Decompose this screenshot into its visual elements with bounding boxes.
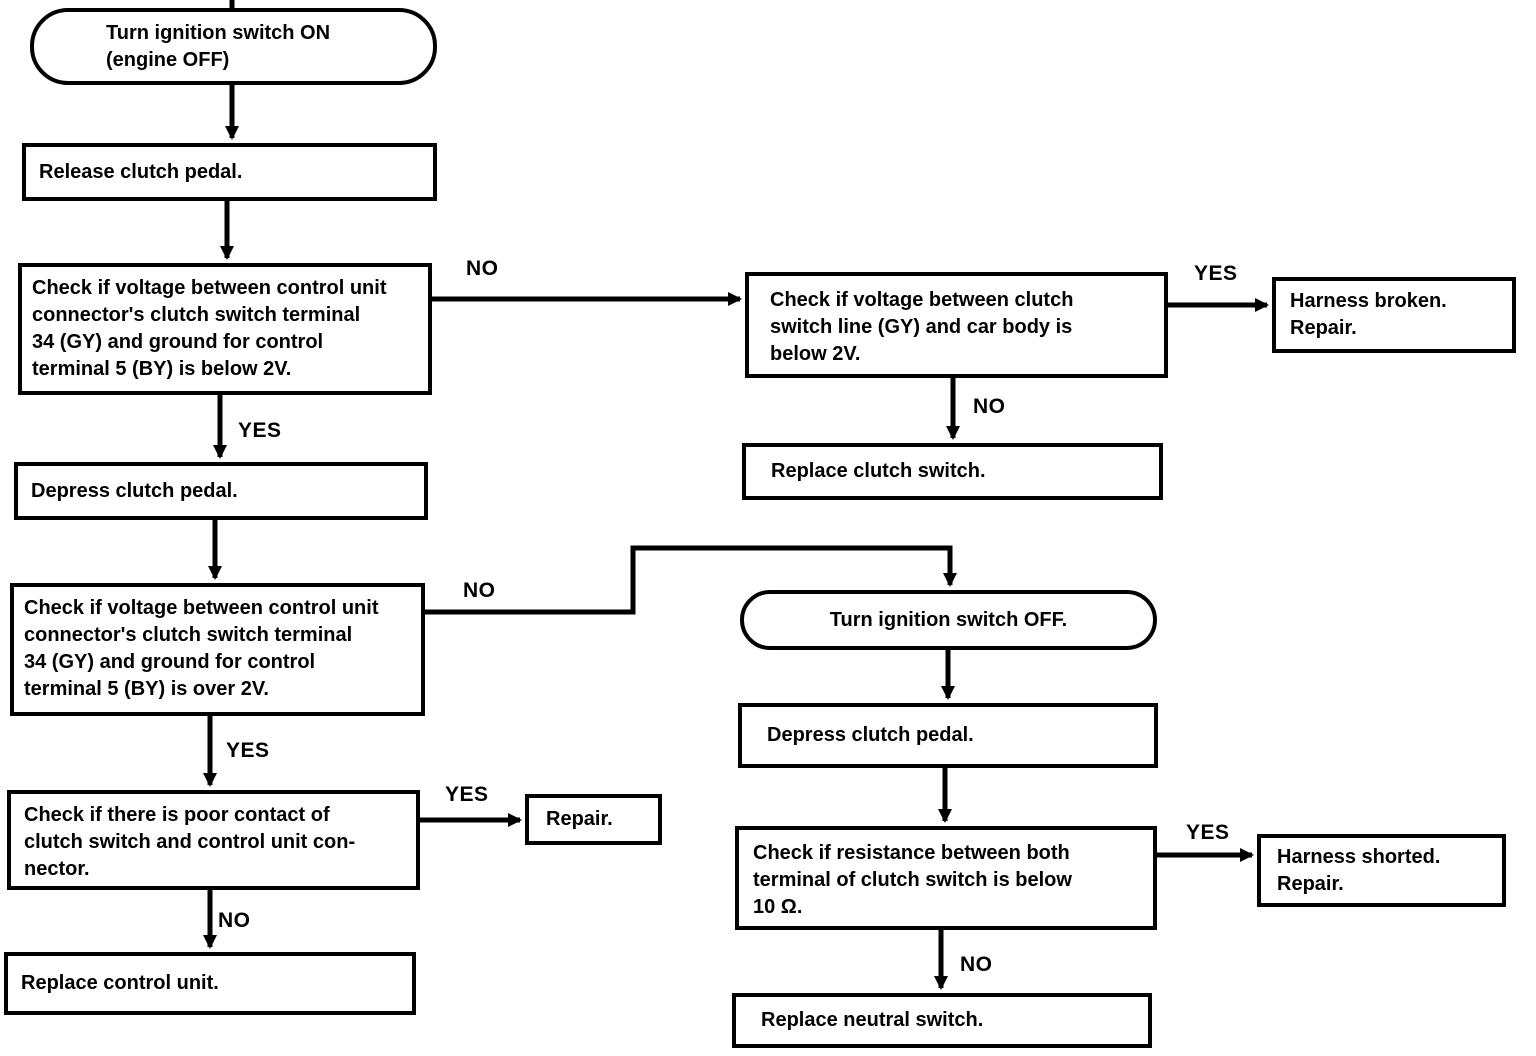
node-repair: Repair.: [525, 794, 662, 845]
edge-label-no-check1: NO: [466, 257, 499, 280]
node-release-label: Release clutch pedal.: [39, 160, 243, 183]
node-check-clutch-switch-line: Check if voltage between clutch switch l…: [745, 272, 1168, 378]
node-checkR2-label: Check if resistance between both termina…: [753, 842, 1072, 918]
node-start-terminator: Turn ignition switch ON (engine OFF): [30, 8, 437, 85]
edge-label-yes-check3: YES: [445, 783, 489, 806]
node-replace-ns-label: Replace neutral switch.: [761, 1009, 984, 1031]
node-check3-label: Check if there is poor contact of clutch…: [24, 804, 356, 880]
node-check-poor-contact: Check if there is poor contact of clutch…: [7, 790, 420, 890]
node-replace-cs-label: Replace clutch switch.: [771, 460, 986, 482]
node-depress1-label: Depress clutch pedal.: [31, 479, 238, 502]
node-harness-broken-label: Harness broken. Repair.: [1290, 290, 1447, 339]
node-check-voltage-over-2v: Check if voltage between control unit co…: [10, 583, 425, 716]
node-harness-broken-repair: Harness broken. Repair.: [1272, 277, 1516, 353]
node-check-voltage-below-2v: Check if voltage between control unit co…: [18, 263, 432, 395]
edge-label-no-checkR2: NO: [960, 953, 993, 976]
node-check1-label: Check if voltage between control unit co…: [32, 277, 387, 380]
edge-label-yes-checkR1: YES: [1194, 262, 1238, 285]
node-check2-label: Check if voltage between control unit co…: [24, 597, 379, 700]
node-harness-shorted-repair: Harness shorted. Repair.: [1257, 834, 1506, 907]
node-check-resistance: Check if resistance between both termina…: [735, 826, 1157, 930]
node-replace-neutral-switch: Replace neutral switch.: [732, 993, 1152, 1048]
connector-check2-no: [425, 545, 957, 615]
node-depress2-label: Depress clutch pedal.: [767, 724, 974, 746]
edge-label-no-check3: NO: [218, 909, 251, 932]
node-harness-shorted-label: Harness shorted. Repair.: [1277, 845, 1441, 895]
node-replace-cu-label: Replace control unit.: [21, 972, 219, 994]
node-repair-label: Repair.: [546, 808, 613, 830]
node-depress-clutch-pedal-left: Depress clutch pedal.: [14, 462, 428, 520]
edge-label-yes-check2: YES: [226, 739, 270, 762]
node-ignition-off-label: Turn ignition switch OFF.: [829, 608, 1068, 631]
node-replace-clutch-switch: Replace clutch switch.: [742, 443, 1163, 500]
node-ignition-off-terminator: Turn ignition switch OFF.: [740, 590, 1157, 650]
node-checkR1-label: Check if voltage between clutch switch l…: [770, 289, 1074, 365]
edge-label-no-check2: NO: [463, 579, 496, 602]
node-start-label: Turn ignition switch ON (engine OFF): [106, 21, 331, 71]
edge-label-yes-check1: YES: [238, 419, 282, 442]
node-depress-clutch-pedal-right: Depress clutch pedal.: [738, 703, 1158, 768]
edge-label-yes-checkR2: YES: [1186, 821, 1230, 844]
edge-label-no-checkR1: NO: [973, 395, 1006, 418]
node-release-clutch-pedal: Release clutch pedal.: [22, 143, 437, 201]
node-replace-control-unit: Replace control unit.: [4, 952, 416, 1015]
